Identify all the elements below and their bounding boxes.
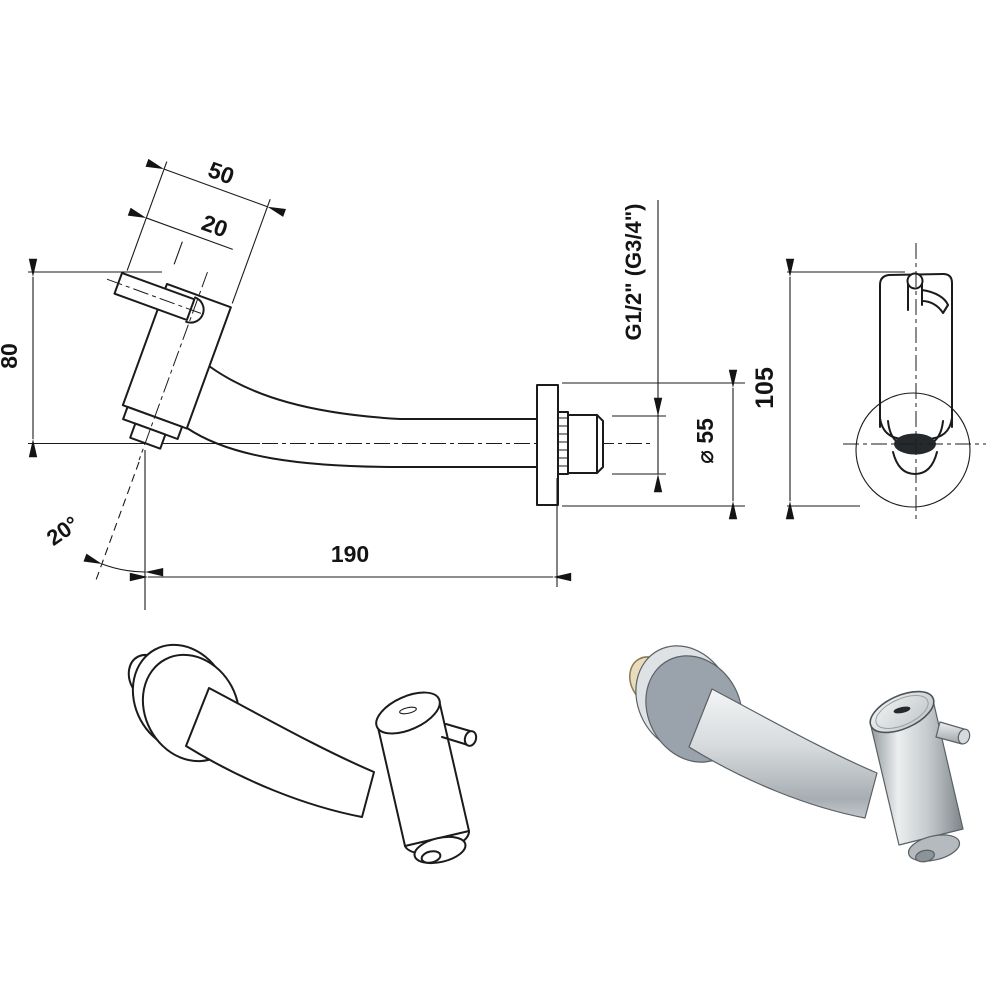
dimension-105: 105 <box>751 258 905 520</box>
side-view: 50 20 80 20° 190 <box>0 156 745 610</box>
handle-front <box>906 272 949 314</box>
aerator-tip <box>915 849 935 863</box>
dim-label-front-height: 105 <box>751 367 779 409</box>
isometric-render-view <box>629 645 971 863</box>
spout-arm <box>688 688 878 819</box>
wall-flange <box>536 384 604 506</box>
top-face-chamfer <box>875 695 929 729</box>
dim-label-thread-size: G1/2" (G3/4") <box>621 203 646 340</box>
spout-top-edge <box>208 365 538 420</box>
spout-arm <box>185 687 375 818</box>
top-slot <box>399 706 417 715</box>
spout-bottom-edge <box>186 427 538 468</box>
lever-socket <box>185 296 205 324</box>
isometric-line-view <box>127 643 478 865</box>
lever-axis <box>106 278 202 314</box>
side-knob <box>441 723 471 746</box>
dim-label-body-depth: 50 <box>205 156 238 189</box>
dim-label-spout-reach: 190 <box>331 541 369 567</box>
body-axis <box>138 271 208 461</box>
front-view: 105 <box>751 243 986 523</box>
dimension-thread: G1/2" (G3/4") <box>612 200 666 493</box>
aerator-tip <box>420 850 442 864</box>
dimension-190: 190 <box>129 478 572 587</box>
dim-label-tilt-angle: 20° <box>42 511 84 551</box>
dimension-angle: 20° <box>42 450 164 610</box>
dim-label-flange-diameter: ⌀ 55 <box>692 418 718 464</box>
top-slot <box>893 706 911 714</box>
flange-circle <box>855 392 971 508</box>
tap-body-tilted: 50 20 <box>106 156 286 461</box>
dimension-80: 80 <box>0 258 162 458</box>
dim-label-body-height: 80 <box>0 343 22 369</box>
dimension-flange-dia: ⌀ 55 <box>562 369 745 520</box>
dim-label-handle-protrusion: 20 <box>198 209 231 242</box>
